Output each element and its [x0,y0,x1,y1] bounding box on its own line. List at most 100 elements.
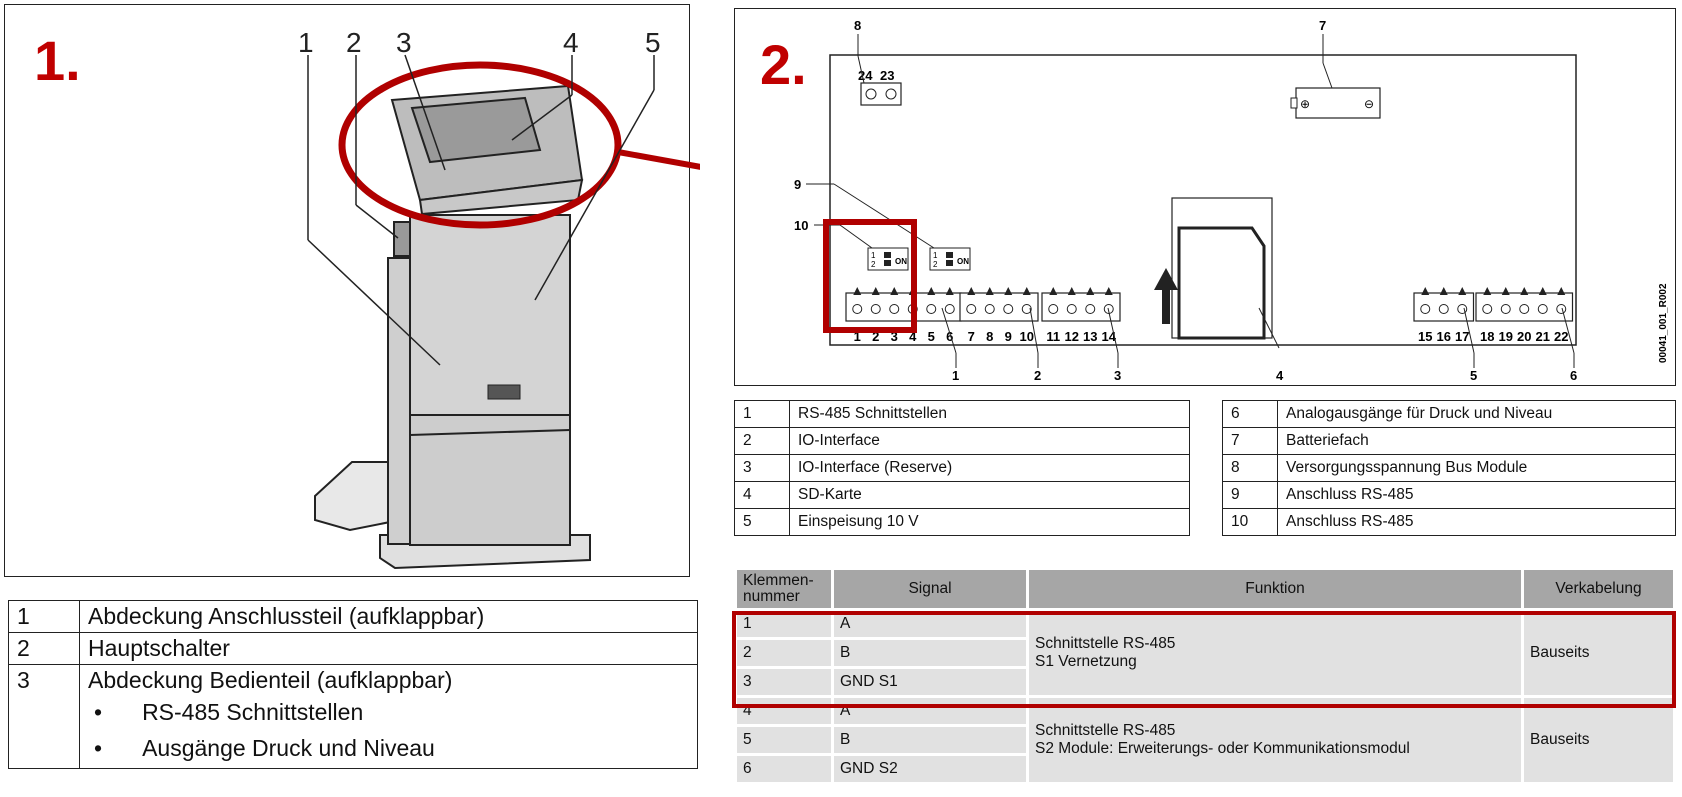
legend-num: 2 [8,632,80,665]
cell-terminal: 3 [737,669,831,695]
callout-5: 5 [645,27,661,58]
function-line: S1 Vernetzung [1035,653,1137,670]
header-signal: Signal [834,570,1026,608]
cell-wiring: Bauseits [1524,611,1673,695]
terminal-arrow-icon [967,287,976,295]
header-wiring: Verkabelung [1524,570,1673,608]
row-highlight-box [732,611,1676,708]
callout-8: 8 [854,18,861,33]
callout-5: 5 [1470,368,1477,383]
terminal-screw [852,304,863,314]
legend-text: Abdeckung Bedienteil (aufklappbar) [88,667,453,693]
bullet-icon: • [94,699,103,725]
terminal-screw [870,304,881,314]
cell-terminal: 6 [737,756,831,782]
terminal-arrow-icon [1086,287,1095,295]
terminal-number: 18 [1480,329,1494,344]
step-2-label: 2. [760,33,807,96]
device-figure-panel [4,4,690,577]
terminal-screw [1021,304,1032,314]
terminal-screw [1438,304,1449,314]
legend-text: IO-Interface (Reserve) [789,454,1190,482]
legend-num: 9 [1222,481,1278,509]
dip-switch-9 [929,247,971,271]
cell-function: Schnittstelle RS-485 S1 Vernetzung [1029,611,1521,695]
drawing-code: 00041_001_R002 [1658,283,1669,363]
terminal-arrow-icon [1483,287,1492,295]
terminal-arrow-icon [1421,287,1430,295]
callout-1: 1 [298,27,314,58]
legend-cell: Abdeckung Bedienteil (aufklappbar) • RS-… [79,664,698,769]
legend-text: Batteriefach [1277,427,1676,455]
legend-num: 10 [1222,508,1278,536]
terminal-number: 3 [891,329,898,344]
terminal-number: 9 [1005,329,1012,344]
terminal-screw [889,304,900,314]
legend-row: 3 Abdeckung Bedienteil (aufklappbar) • R… [8,664,698,769]
terminal-number: 10 [1020,329,1034,344]
switch-number: 1 [871,251,876,260]
terminal-arrow-icon [1004,287,1013,295]
terminal-number: 2 [872,329,879,344]
terminal-number: 22 [1554,329,1568,344]
table-row: 6 GND S2 [737,756,1673,782]
cell-signal: B [834,727,1026,753]
board-outline [829,54,1577,346]
legend-text: Anschluss RS-485 [1277,481,1676,509]
function-line: S2 Module: Erweiterungs- oder Kommunikat… [1035,740,1410,757]
legend-num: 2 [734,427,790,455]
insert-arrow-icon [1154,268,1178,290]
bullet-text: RS-485 Schnittstellen [142,699,364,725]
callout-2: 2 [346,27,362,58]
terminal-arrow-icon [1049,287,1058,295]
terminal-number: 13 [1083,329,1097,344]
terminal-screw [1556,304,1567,314]
terminal-arrow-icon [1104,287,1113,295]
pin-23: 23 [880,68,894,83]
terminal-number: 4 [909,329,917,344]
legend-num: 4 [734,481,790,509]
terminal-number: 20 [1517,329,1531,344]
terminal-screw [926,304,937,314]
switch-number: 2 [933,260,938,269]
terminal-screw [1500,304,1511,314]
terminal-block [1413,292,1475,322]
terminal-arrow-icon [945,287,954,295]
battery-minus-icon: ⊖ [1364,97,1374,111]
display-window [410,96,542,164]
terminal-arrow-icon [1557,287,1566,295]
header-terminal-number: Klemmen-nummer [737,570,831,608]
switch-number: 2 [871,260,876,269]
legend-num: 6 [1222,400,1278,428]
terminal-screw [1085,304,1096,314]
terminal-block [1475,292,1574,322]
legend-text: Abdeckung Anschlussteil (aufklappbar) [79,600,698,633]
terminal-screw [1537,304,1548,314]
legend-text: Analogausgänge für Druck und Niveau [1277,400,1676,428]
cell-function: Schnittstelle RS-485 S2 Module: Erweiter… [1029,698,1521,782]
legend-num: 7 [1222,427,1278,455]
logo-plate [487,384,521,400]
terminal-block [845,292,962,322]
dip-switch-10 [867,247,909,271]
terminal-block [1041,292,1121,322]
connector-8 [860,82,902,106]
terminal-number: 1 [854,329,861,344]
battery-plus-icon: ⊕ [1300,97,1310,111]
legend-row: 1 Abdeckung Anschlussteil (aufklappbar) [8,600,698,633]
table-row: 2 B [737,640,1673,666]
callout-10: 10 [794,218,808,233]
housing-lower [409,414,571,546]
switch-number: 1 [933,251,938,260]
terminal-highlight-box [823,219,917,333]
terminal-arrow-icon [853,287,862,295]
